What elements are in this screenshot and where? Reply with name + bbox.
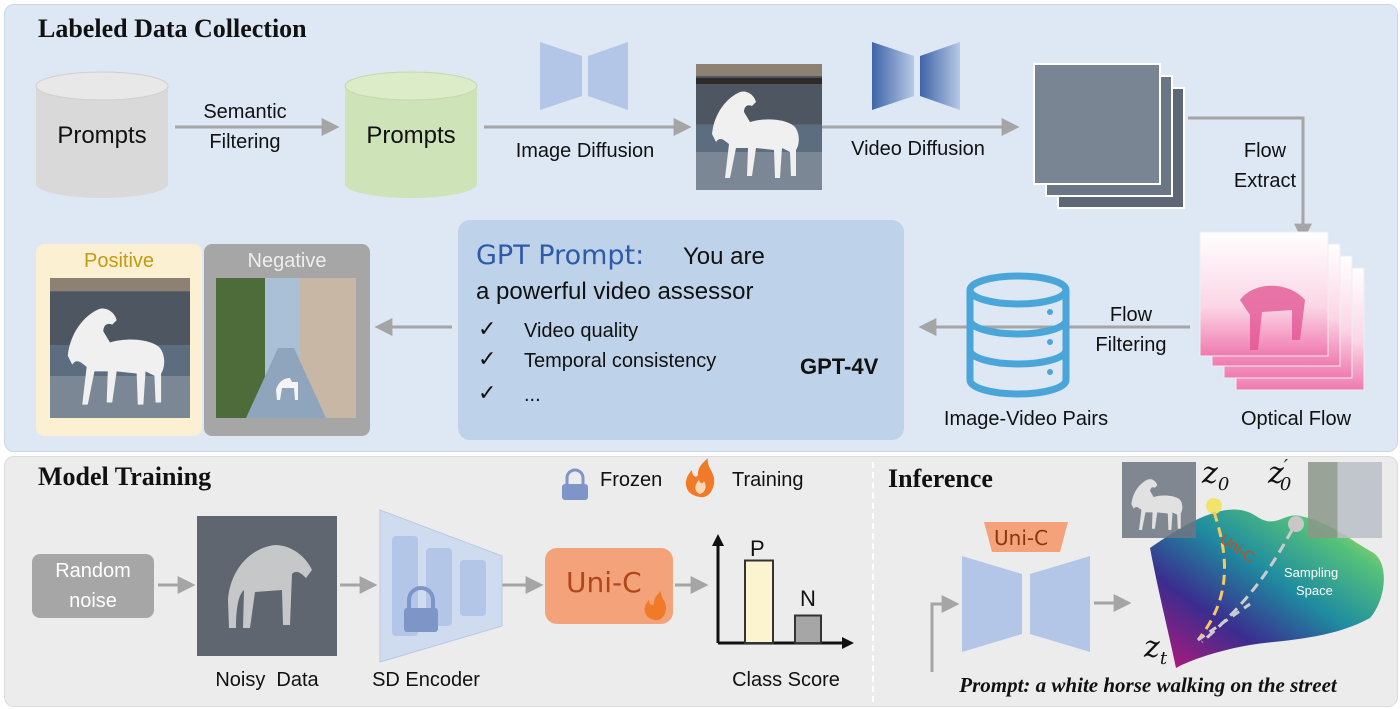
prompts-right-label: Prompts [366,122,456,149]
class-score-chart [712,534,854,649]
noisy-data-image [197,516,337,656]
sampling-space-line1: Sampling [1284,565,1339,580]
gpt-4v-label: GPT-4V [800,354,879,379]
bar-n-label: N [800,586,816,611]
video-diffusion-label: Video Diffusion [851,138,985,160]
inference-prompt: Prompt: a white horse walking on the str… [959,673,1337,697]
semantic-filtering-line2: Filtering [209,131,281,153]
prompts-left-label: Prompts [57,122,147,149]
inference-title: Inference [888,464,993,493]
sd-encoder-shape [379,509,503,663]
sd-encoder-label: SD Encoder [372,669,480,691]
flow-extract-line1: Flow [1243,140,1287,162]
video-frames-stack [1033,63,1185,209]
unic-inference-tag [984,522,1068,552]
sampling-space-line2: Space [1296,583,1333,598]
negative-image [216,278,356,418]
inference-diffusion-model [962,556,1090,652]
z0-label: z0 [1202,456,1230,495]
training-flame-icon [685,458,715,498]
semantic-filtering-line1: Semantic [203,101,287,123]
zt-label: zt [1144,630,1168,669]
bar-p-label: P [750,536,765,561]
flow-extract-line2: Extract [1233,170,1297,192]
horse-icon [696,64,822,178]
bar-p [744,559,774,644]
gpt-prompt-line2: a powerful video assessor [476,278,754,305]
lock-icon [404,586,438,632]
random-noise-line2: noise [69,590,117,612]
training-label: Training [732,469,804,491]
check-icon: ✓ [478,316,497,341]
video-diffusion-model [872,42,960,110]
noisy-data-label: Noisy Data [215,669,319,691]
unic-training-label: Uni-C [566,566,642,599]
flow-filtering-line2: Filtering [1095,334,1167,356]
horse-icon [50,278,190,405]
image-diffusion-model [540,42,628,110]
class-score-label: Class Score [732,669,840,691]
positive-label: Positive [83,250,155,272]
z0-prime-thumbnail [1308,462,1382,538]
check-item-3: ... [524,384,541,406]
check-item-1: Video quality [524,320,639,342]
prompts-cylinder-gray [35,71,169,198]
z0-prime-label: z′0 [1268,456,1292,495]
optical-flow-stack [1199,231,1365,391]
negative-label: Negative [247,250,327,272]
frozen-lock-icon [562,468,588,500]
check-icon: ✓ [478,380,497,405]
gpt-prompt-box [458,220,904,440]
check-item-2: Temporal consistency [524,350,717,372]
z0-thumbnail [1122,462,1196,538]
section-divider [872,462,874,702]
image-video-pairs-label: Image-Video Pairs [943,408,1109,430]
check-icon: ✓ [478,346,497,371]
labeled-data-title: Labeled Data Collection [38,14,307,43]
model-training-title: Model Training [38,462,212,491]
image-diffusion-label: Image Diffusion [515,140,655,162]
horse-icon [246,348,326,418]
positive-image [50,278,190,418]
horse-icon [1131,479,1183,530]
random-noise-line1: Random [55,560,131,582]
unic-inference-label: Uni-C [994,526,1049,550]
bar-n [794,614,822,644]
gpt-prompt-line1: You are [683,243,765,270]
sampling-surface [1150,498,1384,668]
unic-training-box [545,548,673,624]
optical-flow-label: Optical Flow [1240,408,1352,430]
prompts-cylinder-green [344,71,478,198]
random-noise-box [32,554,154,618]
generated-image [696,64,822,190]
gpt-prompt-title: GPT Prompt: [476,240,645,271]
database-icon [966,272,1070,398]
frozen-label: Frozen [600,469,663,491]
flow-filtering-line1: Flow [1109,304,1153,326]
